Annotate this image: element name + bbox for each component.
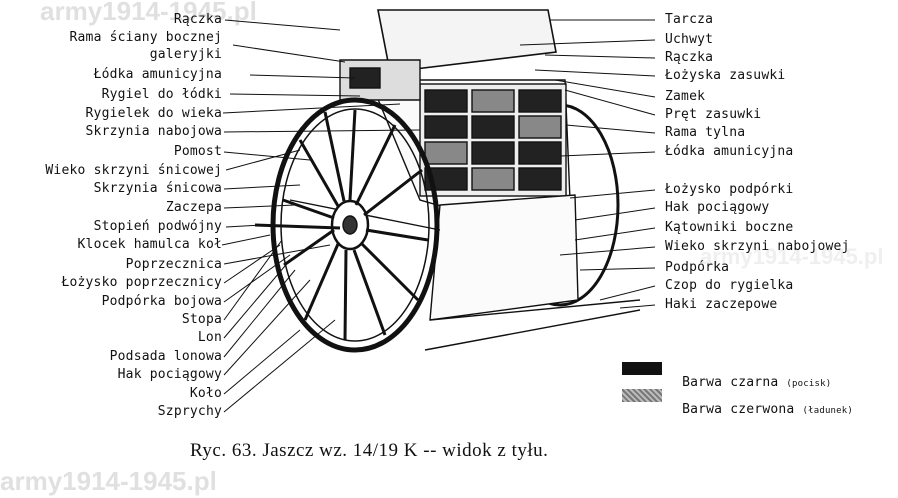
lower-box (429, 194, 579, 321)
label-pomost: Pomost (173, 144, 222, 159)
label-lon: Lon (197, 330, 222, 345)
label-hak-pociagowy-left: Hak pociągowy (117, 367, 222, 382)
label-wieko-skrzyni-snicowej: Wieko skrzyni śnicowej (45, 163, 222, 178)
label-haki-zaczepowe: Haki zaczepowe (665, 297, 778, 312)
label-czop-do-rygielka: Czop do rygielka (665, 278, 794, 293)
figure-caption: Ryc. 63. Jaszcz wz. 14/19 K -- widok z t… (190, 440, 549, 461)
label-podsada-lonowa: Podsada lonowa (109, 349, 222, 364)
legend-label-black: Barwa czarna (pocisk) (682, 375, 832, 390)
legend-swatch-black (622, 362, 662, 375)
label-stopien-podwojny: Stopień podwójny (93, 219, 222, 234)
label-lozyska-zasuwki: Łożyska zasuwki (665, 68, 786, 83)
label-szprychy: Szprychy (157, 404, 222, 419)
label-poprzecznica: Poprzecznica (125, 257, 222, 272)
label-lozysko-podporki: Łożysko podpórki (665, 182, 794, 197)
label-lodka-amunicyjna-left: Łódka amunicyjna (93, 67, 222, 82)
label-tarcza: Tarcza (665, 12, 714, 27)
label-stopa: Stopa (181, 312, 222, 327)
leader-lines-left (221, 19, 421, 413)
label-skrzynia-snicowa: Skrzynia śnicowa (93, 181, 222, 196)
label-rama-tylna: Rama tylna (665, 125, 746, 140)
label-zamek: Zamek (665, 89, 706, 104)
label-podporka-bojowa: Podpórka bojowa (101, 294, 222, 309)
legend-swatch-red (622, 389, 662, 402)
label-katowniki-boczne: Kątowniki boczne (665, 220, 794, 235)
label-raczka-left: Rączka (173, 12, 222, 27)
label-raczka-right: Rączka (665, 50, 714, 65)
leader-lines-right (519, 19, 656, 309)
label-lozysko-poprzecznicy: Łożysko poprzecznicy (61, 275, 222, 290)
label-pret-zasuwki: Pręt zasuwki (665, 107, 762, 122)
label-rygiel-do-lodki: Rygiel do łódki (101, 87, 222, 102)
spokes (282, 109, 429, 341)
legend-label-red: Barwa czerwona (ładunek) (682, 402, 854, 417)
label-skrzynia-nabojowa: Skrzynia nabojowa (85, 124, 222, 139)
label-hak-pociagowy-right: Hak pociągowy (665, 200, 770, 215)
label-rama-sciany: Rama ściany bocznej (69, 30, 222, 45)
label-rygielek-do-wieka: Rygielek do wieka (85, 106, 222, 121)
label-galeryjki: galeryjki (149, 47, 222, 62)
watermark-top: army1914-1945.pl (40, 0, 257, 26)
drawers (424, 89, 562, 191)
label-uchwyt: Uchwyt (665, 32, 714, 47)
label-klocek-hamulca: Klocek hamulca koł (77, 237, 222, 252)
label-lodka-amunicyjna-right: Łódka amunicyjna (665, 144, 794, 159)
label-wieko-skrzyni-nabojowej: Wieko skrzyni nabojowej (665, 239, 850, 254)
label-kolo: Koło (189, 386, 222, 401)
label-zaczepa: Zaczepa (165, 200, 222, 215)
label-podporka: Podpórka (665, 260, 730, 275)
shield (377, 9, 557, 73)
watermark-bottom: army1914-1945.pl (0, 466, 217, 496)
watermark-right: army1914-1945.pl (700, 244, 884, 269)
